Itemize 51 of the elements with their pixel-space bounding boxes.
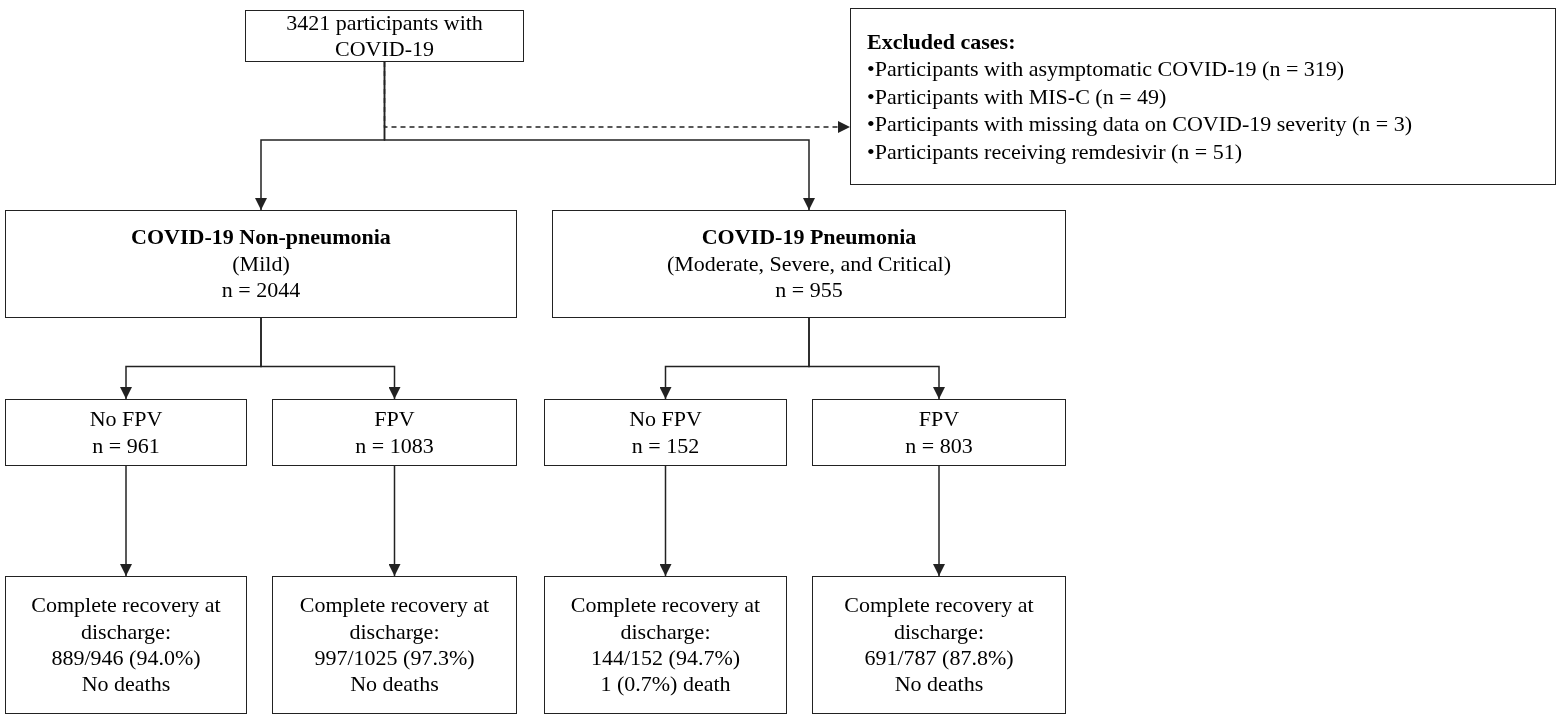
- process-box: [552, 210, 1066, 318]
- box-text: n = 1083: [355, 432, 434, 459]
- arrow: [659, 465, 672, 577]
- arrow: [260, 317, 401, 400]
- process-box: [5, 576, 247, 714]
- box-heading: No FPV: [89, 406, 163, 433]
- process-box: [850, 8, 1556, 185]
- box-text: •Participants with asymptomatic COVID-19 (n = 319): [867, 55, 1345, 83]
- box-heading: No FPV: [629, 406, 702, 433]
- process-box: [812, 399, 1066, 466]
- box-text: 997/1025 (97.3%): [314, 645, 475, 672]
- box-heading: COVID-19 Pneumonia: [701, 224, 917, 251]
- box-text: 691/787 (87.8%): [864, 645, 1014, 672]
- box-heading: Complete recovery at discharge:: [843, 592, 1035, 645]
- box-heading: Complete recovery at discharge:: [298, 592, 491, 645]
- box-text: n = 803: [905, 432, 973, 459]
- process-box: [272, 576, 517, 714]
- box-text: No deaths: [81, 671, 171, 698]
- box-heading: FPV: [374, 406, 415, 433]
- box-text: (Mild): [232, 250, 290, 278]
- box-text: n = 955: [775, 277, 843, 304]
- box-text: 889/946 (94.0%): [51, 645, 201, 672]
- box-text: No deaths: [350, 671, 439, 698]
- box-text: (Moderate, Severe, and Critical): [666, 250, 951, 278]
- box-text: n = 961: [92, 432, 160, 459]
- process-box: [544, 399, 787, 466]
- box-text: •Participants with missing data on COVID-19 severity (n = 3): [867, 110, 1412, 138]
- box-text: 1 (0.7%) death: [600, 671, 731, 698]
- process-box: [5, 399, 247, 466]
- box-text: n = 2044: [221, 277, 301, 304]
- arrow: [120, 465, 132, 577]
- box-heading: COVID-19 Non-pneumonia: [131, 224, 391, 251]
- box-heading: Complete recovery at discharge:: [569, 592, 762, 645]
- arrow: [808, 317, 945, 400]
- arrow: [933, 465, 945, 577]
- box-text: 144/152 (94.7%): [590, 645, 741, 672]
- process-box: [272, 399, 517, 466]
- box-text: n = 152: [631, 432, 700, 459]
- arrow: [383, 61, 815, 211]
- box-heading: Complete recovery at discharge:: [30, 592, 222, 645]
- box-heading: Excluded cases:: [867, 27, 1016, 56]
- box-text: •Participants with MIS-C (n = 49): [867, 82, 1167, 111]
- arrow: [388, 465, 401, 577]
- process-box: [544, 576, 787, 714]
- process-box: [245, 10, 524, 62]
- box-heading: FPV: [918, 406, 960, 433]
- process-box: [812, 576, 1066, 714]
- box-text: No deaths: [894, 671, 984, 698]
- box-heading: 3421 participants with COVID-19: [285, 9, 484, 63]
- box-text: •Participants receiving remdesivir (n = 51): [867, 137, 1243, 166]
- process-box: [5, 210, 517, 318]
